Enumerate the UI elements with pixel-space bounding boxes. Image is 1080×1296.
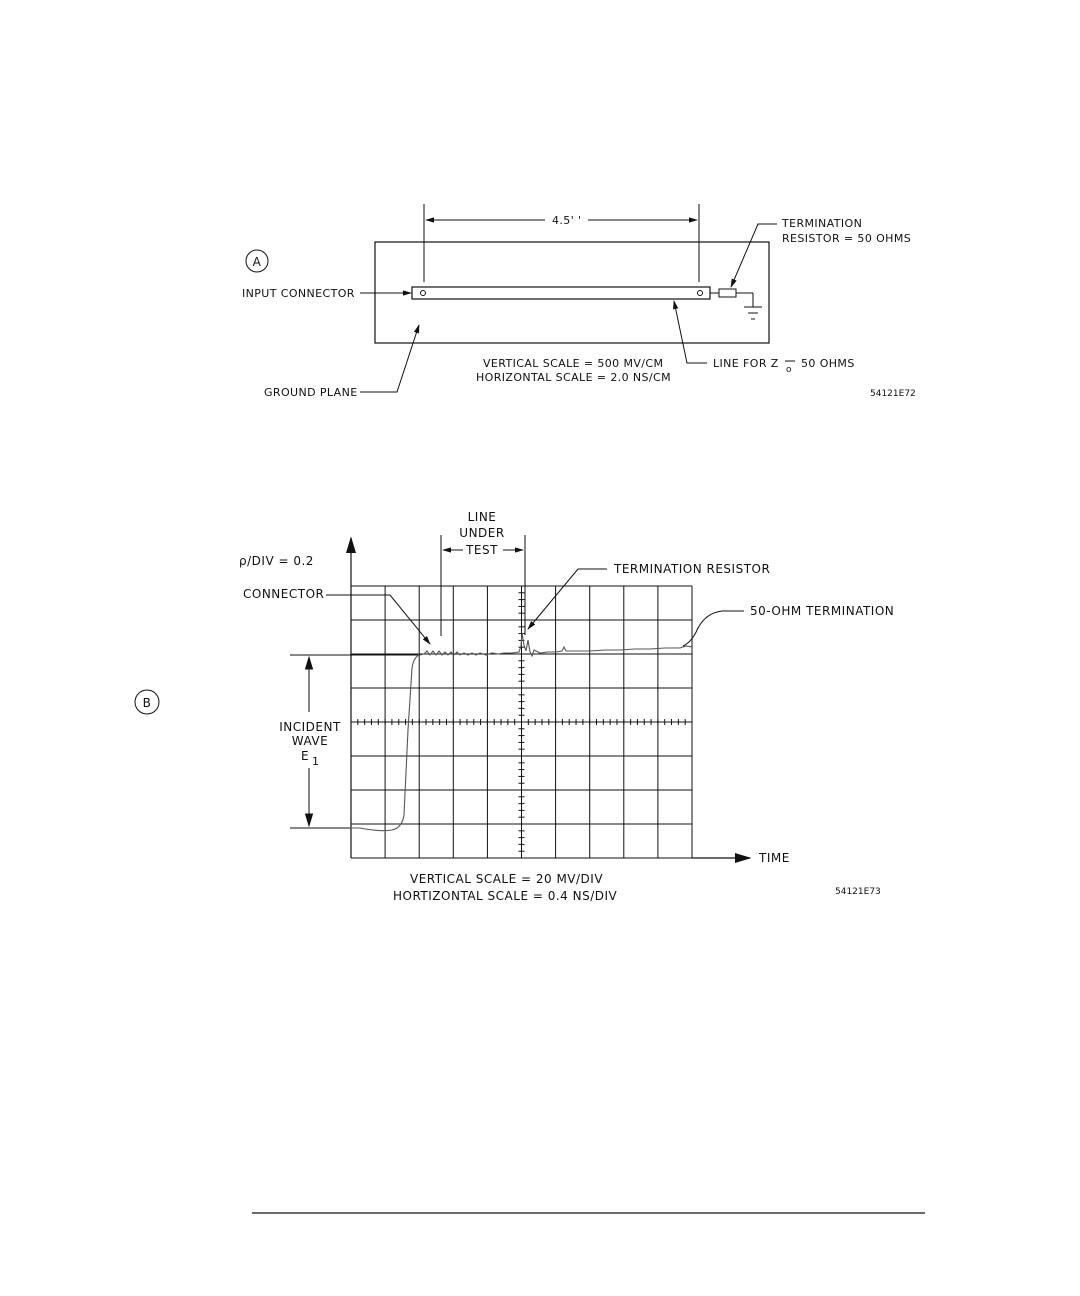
- panel-a-marker: A: [253, 255, 262, 269]
- input-connector-label: INPUT CONNECTOR: [242, 287, 355, 300]
- input-connector-dot: [420, 290, 426, 296]
- time-label: TIME: [758, 851, 790, 865]
- ground-plane-label: GROUND PLANE: [264, 386, 358, 399]
- fifty-ohm-label: 50-OHM TERMINATION: [750, 604, 894, 618]
- termination-label-line1: TERMINATION: [781, 217, 862, 230]
- panel-b-horizontal-scale: HORTIZONTAL SCALE = 0.4 NS/DIV: [393, 889, 618, 903]
- incident-label-3: E: [301, 749, 309, 763]
- oscilloscope-graticule: [350, 585, 693, 859]
- panel-b-vertical-scale: VERTICAL SCALE = 20 MV/DIV: [410, 872, 603, 886]
- panel-a-figure-code: 54121E72: [870, 389, 916, 399]
- incident-label-2: WAVE: [292, 734, 328, 748]
- panel-a-vertical-scale: VERTICAL SCALE = 500 MV/CM: [483, 357, 663, 370]
- termination-resistor-label: TERMINATION RESISTOR: [613, 562, 770, 576]
- line-label-suffix: 50 OHMS: [801, 357, 855, 370]
- transmission-line-strip: [411, 286, 711, 300]
- tdr-trace: [292, 632, 693, 832]
- panel-a: A 4.5' ' TERMINATION RESISTOR = 50 OHMS …: [242, 204, 916, 399]
- termination-leader: [730, 223, 777, 288]
- panel-b: B INCIDENT WAVE E 1 LINE UNDER TEST ρ/DI…: [134, 510, 894, 903]
- panel-a-marker-circle: [245, 249, 269, 273]
- line-label-subscript: o: [786, 365, 792, 375]
- connector-label: CONNECTOR: [243, 587, 324, 601]
- termination-resistor: [718, 288, 737, 298]
- incident-label-sub: 1: [312, 755, 319, 768]
- incident-label-1: INCIDENT: [279, 720, 341, 734]
- output-connector-dot: [697, 290, 703, 296]
- panel-a-horizontal-scale: HORIZONTAL SCALE = 2.0 NS/CM: [476, 371, 671, 384]
- fifty-ohm-leader: [682, 610, 744, 647]
- termination-resistor-leader: [527, 568, 607, 630]
- ground-plane-leader: [360, 324, 420, 393]
- line-under-test-2: UNDER: [459, 526, 504, 540]
- panel-b-marker: B: [143, 696, 152, 710]
- line-under-test-3: TEST: [465, 543, 498, 557]
- termination-label-line2: RESISTOR = 50 OHMS: [782, 232, 911, 245]
- rho-label: ρ/DIV = 0.2: [239, 554, 314, 568]
- panel-b-figure-code: 54121E73: [835, 887, 881, 897]
- panel-b-marker-circle: [134, 689, 160, 715]
- connector-leader: [326, 594, 431, 645]
- line-leader: [673, 300, 707, 364]
- dimension-label: 4.5' ': [552, 214, 581, 227]
- line-under-test-1: LINE: [468, 510, 497, 524]
- line-label: LINE FOR Z: [713, 357, 779, 370]
